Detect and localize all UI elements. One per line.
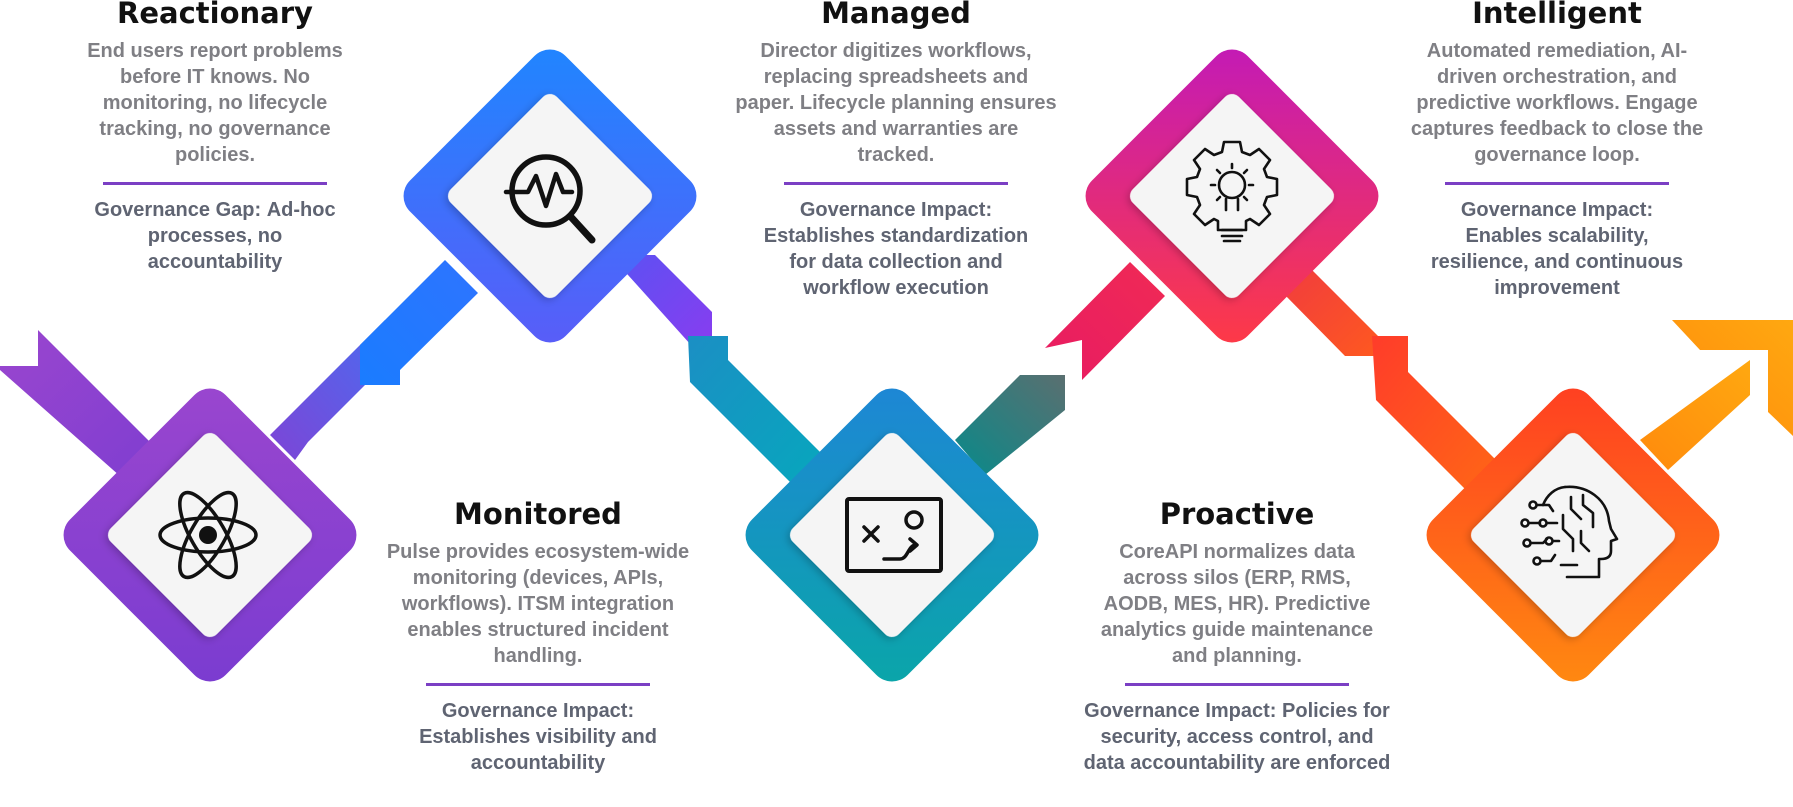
- divider: [784, 182, 1008, 185]
- stage-monitored: Monitored Pulse provides ecosystem-wide …: [373, 497, 703, 776]
- stage-5-diamond: [1426, 388, 1720, 682]
- band-4-5-arrow: [1372, 336, 1510, 504]
- governance-note: Governance Impact: Establishes visibilit…: [373, 698, 703, 776]
- band-1-2: [270, 320, 385, 460]
- exit-arrow-head: [1672, 320, 1793, 436]
- stage-3-diamond: [745, 388, 1039, 682]
- band-2-3: [610, 255, 712, 355]
- stage-reactionary: Reactionary End users report problems be…: [50, 0, 380, 275]
- gear-bulb-icon: [1185, 140, 1279, 243]
- stage-description: End users report problems before IT know…: [87, 40, 343, 166]
- divider: [103, 182, 327, 185]
- governance-label: Governance Impact:: [799, 199, 993, 221]
- strategy-board-icon: [845, 497, 943, 573]
- pulse-magnifier-icon: [503, 154, 596, 244]
- stage-proactive: Proactive CoreAPI normalizes data across…: [1072, 497, 1402, 776]
- governance-label: Governance Impact:: [441, 700, 635, 722]
- governance-label: Governance Impact:: [1084, 700, 1277, 722]
- band-3-4-arrow: [1045, 262, 1165, 380]
- governance-note: Governance Impact: Policies for security…: [1072, 698, 1402, 776]
- governance-note: Governance Impact: Establishes standardi…: [731, 197, 1061, 301]
- stage-title: Proactive: [1159, 497, 1315, 531]
- governance-note: Governance Gap: Ad-hoc processes, no acc…: [50, 197, 380, 275]
- divider: [426, 683, 650, 686]
- stage-title: Intelligent: [1472, 0, 1642, 30]
- stage-intelligent: Intelligent Automated remediation, AI-dr…: [1392, 0, 1722, 301]
- governance-text: Ad-hoc processes, no accountability: [147, 199, 336, 273]
- governance-text: Enables scalability, resilience, and con…: [1430, 225, 1684, 299]
- ai-head-icon: [1520, 485, 1619, 579]
- band-2-3-arrow: [688, 336, 830, 492]
- divider: [1445, 182, 1669, 185]
- stage-title: Reactionary: [117, 0, 313, 30]
- band-1-2-arrow: [360, 260, 478, 385]
- divider: [1125, 683, 1349, 686]
- stage-description: Automated remediation, AI-driven orchest…: [1410, 40, 1704, 166]
- stage-2-diamond: [403, 49, 697, 343]
- governance-note: Governance Impact: Enables scalability, …: [1392, 197, 1722, 301]
- stage-title: Monitored: [454, 497, 622, 531]
- band-3-4: [955, 375, 1065, 475]
- stage-description: Director digitizes workflows, replacing …: [735, 40, 1057, 166]
- stage-description: Pulse provides ecosystem-wide monitoring…: [386, 541, 690, 667]
- governance-text: Establishes visibility and accountabilit…: [419, 726, 657, 774]
- stage-description: CoreAPI normalizes data across silos (ER…: [1100, 541, 1374, 667]
- band-4-5: [1282, 258, 1390, 356]
- atom-icon: [158, 490, 258, 580]
- governance-text: Policies for security, access control, a…: [1083, 700, 1391, 774]
- governance-label: Governance Gap:: [94, 199, 262, 221]
- governance-label: Governance Impact:: [1460, 199, 1654, 221]
- exit-band: [1640, 360, 1750, 470]
- stage-1-diamond: [63, 388, 357, 682]
- governance-text: Establishes standardization for data col…: [763, 225, 1029, 299]
- stage-managed: Managed Director digitizes workflows, re…: [731, 0, 1061, 301]
- stage-4-diamond: [1085, 49, 1379, 343]
- stage-title: Managed: [821, 0, 971, 30]
